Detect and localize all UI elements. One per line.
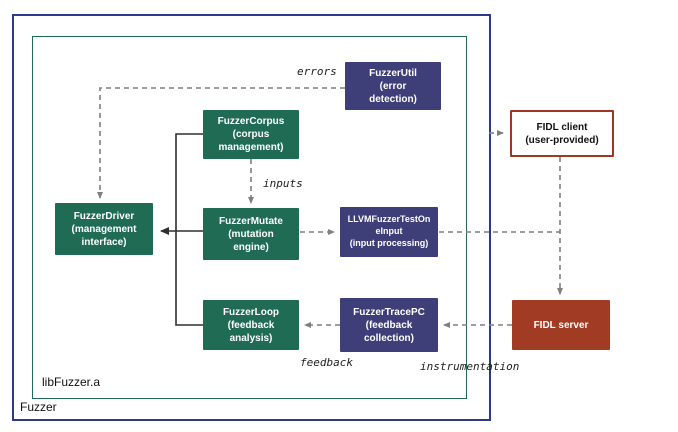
node-fidl-server: FIDL server xyxy=(512,300,610,350)
fuzzer-container-box xyxy=(12,14,491,421)
node-fuzzer-util: FuzzerUtil (error detection) xyxy=(345,62,441,110)
edge-label-instrumentation: instrumentation xyxy=(420,360,520,373)
node-fuzzer-corpus: FuzzerCorpus (corpus management) xyxy=(203,110,299,159)
libfuzzer-container-label: libFuzzer.a xyxy=(42,375,101,389)
node-fuzzer-mutate: FuzzerMutate (mutation engine) xyxy=(203,208,299,260)
node-fuzzer-trace-pc: FuzzerTracePC (feedback collection) xyxy=(340,298,438,352)
node-fuzzer-loop: FuzzerLoop (feedback analysis) xyxy=(203,300,299,350)
edge-label-feedback: feedback xyxy=(300,356,353,369)
node-fuzzer-driver: FuzzerDriver (management interface) xyxy=(55,203,153,255)
node-llvm-fuzzer-test-one-input: LLVMFuzzerTestOn eInput (input processin… xyxy=(340,207,438,257)
edge-label-inputs: inputs xyxy=(263,177,303,190)
fuzzer-container-label: Fuzzer xyxy=(20,400,57,414)
libfuzzer-container-box xyxy=(32,36,467,399)
edge-label-errors: errors xyxy=(297,65,337,78)
node-fidl-client: FIDL client (user-provided) xyxy=(510,110,614,157)
